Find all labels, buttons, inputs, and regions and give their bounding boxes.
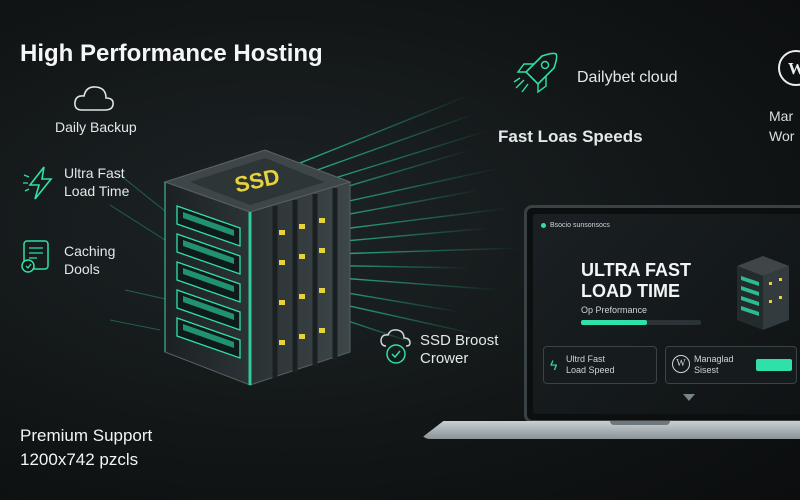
rocket-icon	[512, 48, 562, 103]
dashboard: Bsocio sunsonsocs ULTRA FAST LOAD TIME O…	[533, 214, 800, 414]
lightning-small-icon: ϟ	[550, 357, 558, 373]
card2-text: Managlad Sisest	[694, 354, 734, 376]
caching-line2: Dools	[64, 261, 100, 277]
lightning-icon	[22, 165, 58, 206]
progress-track	[581, 320, 701, 325]
wordpress-icon: W	[778, 50, 800, 86]
progress-fill	[581, 320, 647, 325]
headline-line1: ULTRA FAST	[581, 260, 691, 280]
caching-label: Caching Dools	[64, 242, 115, 278]
cloud-icon	[72, 82, 116, 119]
dashboard-header: Bsocio sunsonsocs	[541, 222, 610, 229]
card-managed[interactable]: W Managlad Sisest	[665, 346, 797, 384]
dashboard-header-text: Bsocio sunsonsocs	[550, 222, 610, 229]
dashboard-sub: Op Preformance	[581, 305, 648, 315]
resolution-label: 1200x742 pzcls	[20, 450, 139, 469]
svg-text:W: W	[788, 59, 800, 78]
card2-line1: Managlad	[694, 354, 734, 364]
dashboard-headline: ULTRA FAST LOAD TIME	[581, 260, 691, 302]
ssd-boost-label: SSD Broost Crower	[420, 332, 498, 368]
cloud-label: Dailybet cloud	[577, 69, 678, 86]
ssd-boost-icon	[378, 328, 414, 371]
page-title: High Performance Hosting	[20, 40, 323, 67]
card1-text: Ultrd Fast Load Speed	[566, 354, 615, 376]
card1-line1: Ultrd Fast	[566, 354, 606, 364]
managed-label-line2: Wor	[769, 128, 795, 144]
caching-line1: Caching	[64, 243, 116, 259]
ultra-fast-line2: Load Time	[64, 183, 130, 199]
headline-line2: LOAD TIME	[581, 281, 680, 301]
wordpress-small-icon: W	[672, 355, 690, 373]
mini-server	[737, 256, 789, 330]
ssd-server-tower: SSD	[163, 149, 352, 386]
managed-label-line1: Mar	[769, 108, 794, 124]
card-fast-load[interactable]: ϟ Ultrd Fast Load Speed	[543, 346, 657, 384]
ssd-boost-line1: SSD Broost	[420, 332, 499, 349]
daily-backup-label: Daily Backup	[55, 119, 137, 135]
laptop-screen: Bsocio sunsonsocs ULTRA FAST LOAD TIME O…	[524, 205, 800, 423]
status-dot-icon	[541, 223, 546, 228]
fast-loads-label: Fast Loas Speeds	[498, 127, 643, 146]
laptop-base	[420, 421, 800, 439]
ultra-fast-line1: Ultra Fast	[64, 165, 125, 181]
card2-line2: Sisest	[694, 365, 719, 375]
laptop: Bsocio sunsonsocs ULTRA FAST LOAD TIME O…	[420, 195, 800, 465]
scroll-down-icon[interactable]	[683, 394, 695, 401]
caching-icon	[18, 238, 54, 279]
card2-action-button[interactable]	[756, 359, 792, 371]
laptop-hinge-notch	[610, 421, 670, 425]
card1-line2: Load Speed	[566, 365, 615, 375]
premium-support-label: Premium Support	[20, 426, 153, 445]
ssd-boost-line2: Crower	[420, 350, 469, 367]
ultra-fast-label: Ultra Fast Load Time	[64, 164, 129, 200]
